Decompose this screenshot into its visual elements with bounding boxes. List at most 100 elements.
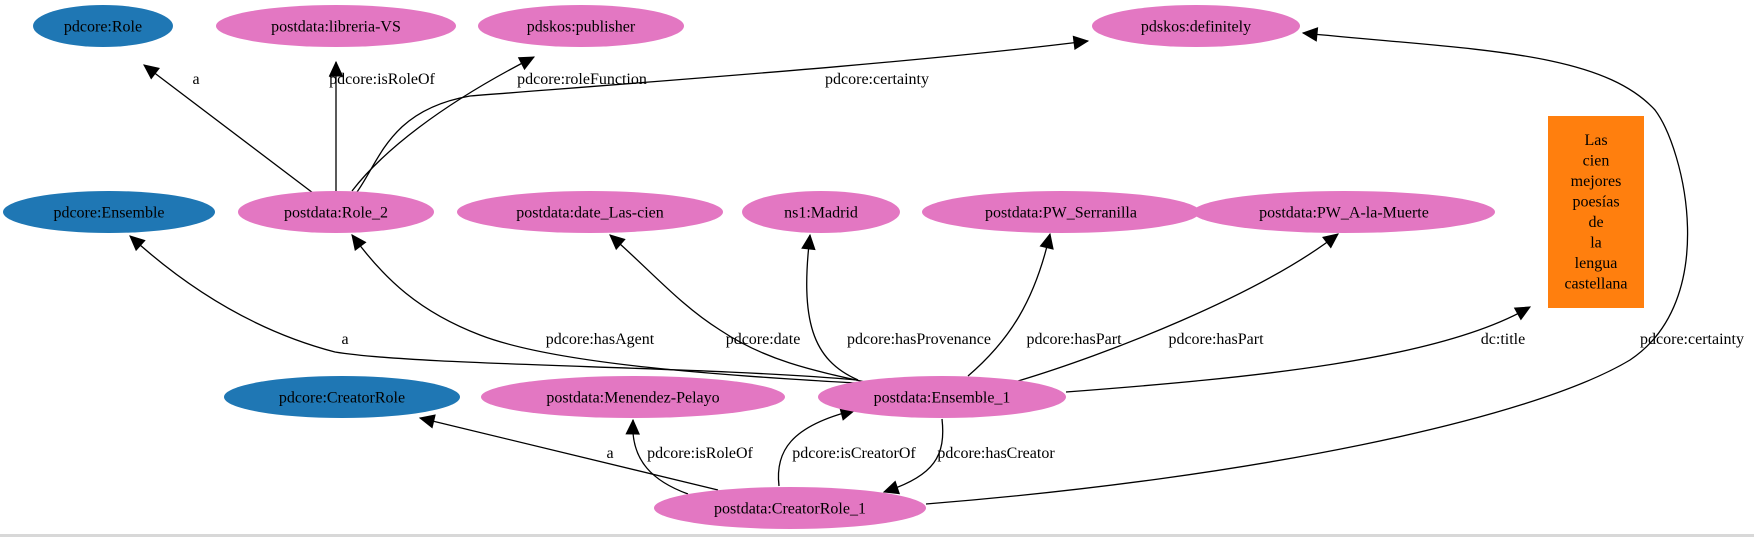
edge-line	[806, 234, 859, 381]
node-pdskos-publisher[interactable]: pdskos:publisher	[478, 5, 684, 47]
literal-line: mejores	[1571, 173, 1622, 190]
edge-line	[1017, 233, 1339, 382]
node-creatorrole-1[interactable]: postdata:CreatorRole_1	[654, 487, 926, 529]
node-pw-a-la-muerte[interactable]: postdata:PW_A-la-Muerte	[1193, 191, 1495, 233]
node-label: pdcore:CreatorRole	[279, 390, 405, 407]
edge-label: pdcore:hasCreator	[937, 445, 1055, 462]
edge-arrowhead	[351, 234, 367, 251]
literal-line: de	[1588, 214, 1603, 231]
nodes-layer: pdcore:Role postdata:libreria-VS pdskos:pu…	[3, 5, 1644, 529]
edge-line	[129, 235, 858, 381]
node-label: postdata:PW_A-la-Muerte	[1259, 205, 1429, 222]
literal-line: la	[1590, 235, 1602, 252]
edge-arrowhead	[882, 480, 901, 495]
edge-arrowhead	[129, 235, 146, 252]
edge-e-cr-isCreatorOf: pdcore:isCreatorOf	[777, 406, 916, 487]
edge-line	[356, 40, 1089, 193]
node-pdcore-creatorrole[interactable]: pdcore:CreatorRole	[224, 376, 460, 418]
edge-e-ens-prov: pdcore:hasProvenance	[801, 233, 991, 381]
edge-label: pdcore:roleFunction	[517, 71, 647, 88]
edge-label: a	[341, 331, 348, 348]
edge-arrowhead	[517, 56, 536, 71]
edge-e-role2-a: a	[143, 64, 314, 194]
edge-line	[609, 234, 871, 384]
edge-label: pdcore:hasPart	[1026, 331, 1122, 348]
instance-node-shape	[481, 376, 785, 418]
node-title-literal[interactable]: Lascienmejorespoesíasdelalenguacastellan…	[1548, 116, 1644, 308]
edge-e-role2-certainty: pdcore:certainty	[356, 35, 1090, 193]
edge-label: a	[192, 71, 199, 88]
edge-label: pdcore:date	[726, 331, 801, 348]
literal-line: cien	[1583, 153, 1610, 170]
node-libreria-vs[interactable]: postdata:libreria-VS	[216, 5, 456, 47]
edge-label: pdcore:certainty	[1640, 331, 1744, 348]
node-date-las-cien[interactable]: postdata:date_Las-cien	[457, 191, 723, 233]
edge-label: pdcore:hasProvenance	[847, 331, 991, 348]
instance-node-shape	[478, 5, 684, 47]
instance-node-shape	[238, 191, 434, 233]
edge-line	[419, 417, 719, 491]
bottom-divider	[0, 534, 1754, 537]
edge-e-ens-a: a	[129, 235, 858, 381]
node-pdcore-ensemble[interactable]: pdcore:Ensemble	[3, 191, 215, 233]
edge-line	[925, 32, 1689, 505]
edge-e-cr-isRoleOf: pdcore:isRoleOf	[625, 418, 754, 495]
node-pdskos-definitely[interactable]: pdskos:definitely	[1092, 5, 1300, 47]
edge-line	[351, 56, 535, 192]
node-pdcore-role[interactable]: pdcore:Role	[33, 5, 173, 47]
class-node-shape	[3, 191, 215, 233]
edge-label: pdcore:hasAgent	[546, 331, 655, 348]
node-label: pdskos:publisher	[527, 19, 636, 36]
edges-layer: a pdcore:isRoleOf pdcore:roleFunction pdcor…	[129, 27, 1744, 505]
edge-arrowhead	[1301, 27, 1319, 42]
edge-line	[143, 64, 314, 194]
node-menendez-pelayo[interactable]: postdata:Menendez-Pelayo	[481, 376, 785, 418]
edge-e-role2-isRoleOf: pdcore:isRoleOf	[328, 60, 436, 191]
edge-e-ens-date: pdcore:date	[609, 234, 871, 384]
class-node-shape	[224, 376, 460, 418]
node-label: ns1:Madrid	[784, 205, 858, 222]
instance-node-shape	[1092, 5, 1300, 47]
node-pw-serranilla[interactable]: postdata:PW_Serranilla	[922, 191, 1200, 233]
edge-arrowhead	[1072, 35, 1090, 51]
edge-e-cr-certainty: pdcore:certainty	[925, 27, 1744, 505]
edge-label: a	[606, 445, 613, 462]
node-ensemble-1[interactable]: postdata:Ensemble_1	[818, 376, 1066, 418]
edge-arrowhead	[1513, 306, 1532, 321]
literal-line: Las	[1584, 132, 1607, 149]
edge-label: pdcore:isRoleOf	[647, 445, 753, 462]
instance-node-shape	[457, 191, 723, 233]
node-label: postdata:PW_Serranilla	[985, 205, 1137, 222]
node-label: postdata:Role_2	[284, 205, 388, 222]
edge-arrowhead	[609, 234, 626, 251]
edge-arrowhead	[625, 418, 640, 435]
edge-label: pdcore:certainty	[825, 71, 929, 88]
instance-node-shape	[818, 376, 1066, 418]
node-label: postdata:Menendez-Pelayo	[546, 390, 719, 407]
literal-line: poesías	[1572, 194, 1619, 211]
edge-arrowhead	[801, 233, 816, 251]
edge-label: pdcore:isCreatorOf	[792, 445, 916, 462]
edge-label: pdcore:isRoleOf	[329, 71, 435, 88]
instance-node-shape	[654, 487, 926, 529]
edge-e-ens-hasCreator: pdcore:hasCreator	[882, 418, 1055, 495]
node-madrid[interactable]: ns1:Madrid	[742, 191, 900, 233]
node-label: pdcore:Ensemble	[53, 205, 164, 222]
edge-arrowhead	[418, 414, 436, 429]
class-node-shape	[33, 5, 173, 47]
instance-node-shape	[922, 191, 1200, 233]
node-label: pdcore:Role	[64, 19, 142, 36]
node-label: postdata:libreria-VS	[271, 19, 401, 36]
node-label: postdata:Ensemble_1	[874, 390, 1011, 407]
node-role-2[interactable]: postdata:Role_2	[238, 191, 434, 233]
edge-line	[351, 234, 856, 384]
edge-e-ens-part1: pdcore:hasPart	[967, 232, 1122, 377]
literal-node-box	[1548, 116, 1644, 308]
edge-line	[967, 233, 1051, 377]
node-label: postdata:CreatorRole_1	[714, 501, 866, 518]
edge-arrowhead	[143, 64, 160, 80]
node-label: pdskos:definitely	[1141, 19, 1251, 36]
edge-arrowhead	[328, 60, 344, 77]
edge-line	[883, 418, 944, 493]
